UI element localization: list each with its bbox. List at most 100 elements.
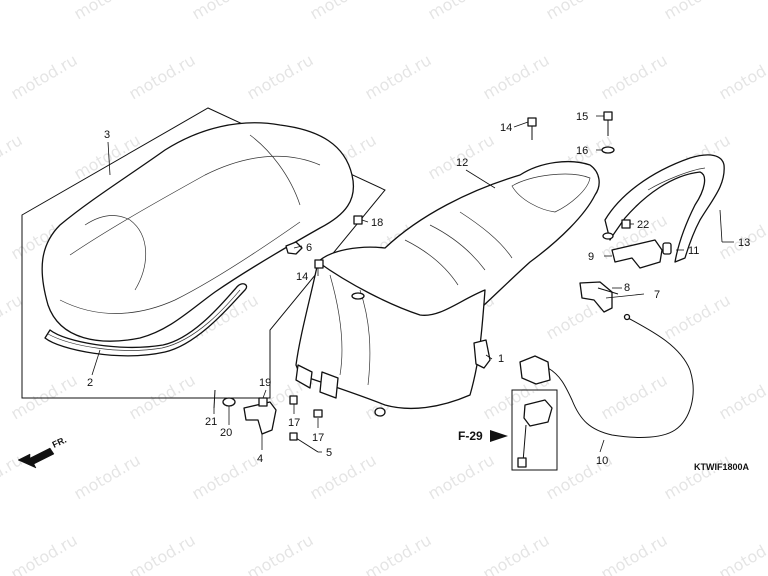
watermark-text: motod.ru	[189, 450, 262, 503]
watermark-text: motod.ru	[716, 530, 768, 576]
watermark-text: motod.ru	[8, 530, 81, 576]
watermark-text: motod.ru	[307, 0, 380, 23]
callout-15: 15	[576, 111, 588, 123]
leader-lines	[91, 115, 734, 453]
luggage-box-tub	[295, 261, 486, 410]
watermark-text: motod.ru	[126, 530, 199, 576]
key-cylinder-detail-frame	[511, 389, 558, 471]
bolt-15	[603, 111, 613, 121]
seat-contour-a	[69, 155, 321, 256]
callout-17b: 17	[312, 432, 324, 444]
watermark-text: motod.ru	[598, 50, 671, 103]
callout-9: 9	[588, 251, 594, 263]
watermark-text: motod.ru	[362, 50, 435, 103]
seat-group	[21, 107, 386, 399]
hinge-bracket	[611, 239, 663, 269]
watermark-text: motod.ru	[716, 370, 768, 423]
watermark-text: motod.ru	[307, 450, 380, 503]
nut-19	[258, 397, 268, 407]
seat-band-edge	[47, 289, 241, 351]
diagram-code: KTWIF1800A	[694, 462, 750, 472]
watermark-text: motod.ru	[126, 370, 199, 423]
watermark-text: motod.ru	[71, 450, 144, 503]
callout-14-mid: 14	[296, 271, 308, 283]
washer-16	[601, 146, 615, 154]
grab-rail-inner	[647, 167, 706, 191]
watermark-text: motod.ru	[362, 530, 435, 576]
pin-21	[213, 389, 216, 409]
callout-20: 20	[220, 427, 232, 439]
callout-12: 12	[456, 157, 468, 169]
luggage-box-tab-center	[319, 371, 339, 399]
callout-19: 19	[259, 377, 271, 389]
watermark-text: motod.ru	[661, 0, 734, 23]
nut-22	[621, 219, 631, 229]
bolt-14-mid	[314, 259, 324, 269]
bracket-1	[473, 339, 491, 369]
watermark-text: motod.ru	[8, 50, 81, 103]
washer-20	[222, 397, 236, 407]
luggage-box-group	[295, 160, 600, 417]
watermark-text: motod.ru	[189, 0, 262, 23]
watermark-text: motod.ru	[71, 0, 144, 23]
watermark-text: motod.ru	[8, 370, 81, 423]
watermark-text: motod.ru	[716, 50, 768, 103]
watermark-text: motod.ru	[126, 50, 199, 103]
luggage-box-inner-wall	[329, 274, 371, 386]
callout-3: 3	[104, 129, 110, 141]
reference-arrow-icon	[490, 430, 508, 442]
watermark-text: motod.ru	[244, 530, 317, 576]
callout-21: 21	[205, 416, 217, 428]
watermark-text: motod.ru	[598, 370, 671, 423]
watermark-text: motod.ru	[425, 450, 498, 503]
callout-1: 1	[498, 353, 504, 365]
seat-contour-d	[59, 221, 301, 314]
callout-11: 11	[688, 245, 699, 257]
watermark-text: motod.ru	[425, 0, 498, 23]
key-cylinder-group	[511, 355, 558, 471]
watermark-text: motod.ru	[661, 290, 734, 343]
watermark-text: motod.ru	[480, 530, 553, 576]
callout-16: 16	[576, 145, 588, 157]
fr-arrow-icon	[17, 447, 55, 469]
luggage-box-foot	[374, 407, 386, 417]
luggage-box-boss	[351, 292, 365, 300]
reference-label: F-29	[458, 429, 483, 443]
callout-22: 22	[637, 219, 649, 231]
bolt-5	[295, 437, 319, 453]
collar	[662, 242, 672, 255]
callout-4: 4	[257, 453, 263, 465]
seat-frame	[21, 107, 386, 399]
callout-10: 10	[596, 455, 608, 467]
callout-13: 13	[738, 237, 750, 249]
clip-17b	[313, 409, 323, 418]
cable-end	[623, 313, 631, 321]
callout-8: 8	[624, 282, 630, 294]
watermark-text: motod.ru	[661, 450, 734, 503]
clip-18	[353, 215, 363, 225]
callout-17a: 17	[288, 417, 300, 429]
grab-rail	[604, 154, 725, 263]
bracket-4	[243, 401, 277, 435]
watermark-text: motod.ru	[244, 50, 317, 103]
callout-5: 5	[326, 447, 332, 459]
watermark-text: motod.ru	[543, 0, 616, 23]
luggage-box-tab-left	[295, 364, 313, 389]
bolt-14-top	[527, 117, 537, 127]
callout-18: 18	[371, 217, 383, 229]
watermark-text: motod.ru	[0, 130, 26, 183]
key-cylinder-detail	[523, 399, 553, 427]
direction-label: FR.	[51, 435, 68, 450]
seat-lock-spring	[597, 287, 619, 295]
luggage-box-lid-opening	[511, 173, 591, 213]
key-cylinder	[519, 355, 551, 385]
grab-rail-mount-hole	[602, 232, 614, 240]
watermark-text: motod.ru	[0, 0, 26, 23]
callout-2: 2	[87, 377, 93, 389]
callout-6: 6	[306, 242, 312, 254]
seat-contour-c	[249, 134, 301, 206]
clip-17a	[289, 395, 298, 405]
watermark-text: motod.ru	[598, 530, 671, 576]
bolt-5-head	[289, 432, 298, 441]
